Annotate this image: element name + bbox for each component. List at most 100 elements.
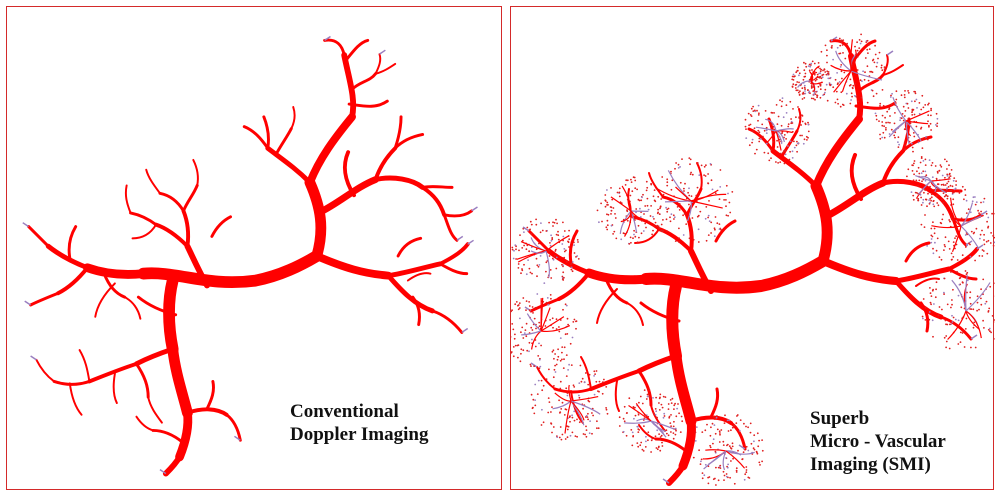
microvessel-dot — [977, 295, 979, 297]
microvessel-dot — [761, 124, 763, 126]
microvessel-dot — [837, 82, 839, 84]
microvessel-dot — [942, 184, 944, 186]
vessel-segment — [896, 281, 941, 317]
microvessel-dot — [767, 152, 769, 154]
microvessel-dot — [891, 103, 893, 105]
microvessel-dot — [547, 412, 549, 414]
microvessel-dot — [565, 303, 567, 305]
microvessel-dot — [669, 422, 671, 424]
microvessel-dot — [950, 175, 952, 177]
microvessel-dot — [662, 219, 664, 221]
microvessel-dot — [758, 105, 760, 107]
microvessel-dot — [561, 264, 563, 266]
microvessel-dot — [526, 273, 528, 275]
microvessel-dot — [751, 108, 753, 110]
microvessel-dot — [661, 404, 663, 406]
microvessel-dot — [589, 420, 591, 422]
microvessel-dot — [573, 384, 575, 386]
microvessel-dot — [543, 385, 545, 387]
vessel-segment — [388, 264, 440, 276]
microvessel-dot — [619, 196, 621, 198]
microvessel-dot — [912, 170, 914, 172]
microvessel-dot — [705, 206, 707, 208]
microvessel-dot — [692, 217, 694, 219]
microvessel-dot — [707, 217, 709, 219]
microvessel-dot — [952, 203, 954, 205]
vessel-segment — [227, 415, 241, 440]
microvessel-dot — [563, 367, 565, 369]
microvessel-dot — [678, 237, 680, 239]
vessel-tip — [23, 223, 29, 227]
microvessel-dot — [953, 180, 955, 182]
microvessel-dot — [677, 206, 679, 208]
microvessel-dot — [643, 450, 645, 452]
microvessel-dot — [651, 234, 653, 236]
microvessel-dot — [566, 375, 568, 377]
microvessel-dot — [936, 250, 938, 252]
microvessel-dot — [655, 414, 657, 416]
microvessel-dot — [639, 208, 641, 210]
microvessel-dot — [782, 97, 784, 99]
microvessel-dot — [786, 112, 788, 114]
microvessel-dot — [570, 343, 572, 345]
microvessel-dot — [657, 448, 659, 450]
microvessel-dot — [634, 187, 636, 189]
microvessel-dot — [921, 95, 923, 97]
microvessel-dot — [689, 163, 691, 165]
caption-line: Imaging (SMI) — [810, 453, 946, 476]
microvessel-dot — [730, 429, 732, 431]
microvessel-dot — [518, 267, 520, 269]
microvessel-dot — [879, 138, 881, 140]
microvessel-dot — [924, 214, 926, 216]
microvessel-dot — [557, 356, 559, 358]
microvessel-dot — [969, 291, 971, 293]
microvessel-dot — [666, 433, 668, 435]
microvessel-dot — [673, 214, 675, 216]
microvessel-dot — [511, 309, 513, 311]
microvessel-dot — [695, 440, 697, 442]
microvessel-dot — [966, 212, 968, 214]
microvessel-dot — [965, 246, 967, 248]
microvessel-dot — [922, 170, 924, 172]
microvessel-dot — [803, 69, 805, 71]
microvessel-dot — [567, 392, 569, 394]
microvessel-dot — [670, 399, 672, 401]
microvessel-dot — [921, 157, 923, 159]
microvessel-dot — [972, 308, 974, 310]
microvessel-dot — [713, 478, 715, 480]
microvessel-dot — [567, 369, 569, 371]
microvessel-dot — [932, 162, 934, 164]
microvessel-dot — [929, 311, 931, 313]
microvessel-dot — [693, 457, 695, 459]
microvessel-dot — [990, 232, 992, 234]
microvessel-dot — [673, 421, 675, 423]
microvessel-dot — [939, 256, 941, 258]
microvessel-dot — [817, 95, 819, 97]
microvessel-dot — [936, 125, 938, 127]
microvessel-branch — [966, 311, 979, 329]
microvessel-dot — [914, 114, 916, 116]
microvessel-dot — [633, 230, 635, 232]
microvessel-dot — [962, 186, 964, 188]
microvessel-dot — [943, 202, 945, 204]
microvessel-dot — [826, 62, 828, 64]
microvessel-dot — [581, 381, 583, 383]
microvessel-dot — [922, 202, 924, 204]
microvessel-dot — [655, 435, 657, 437]
microvessel-dot — [943, 249, 945, 251]
microvessel-dot — [960, 332, 962, 334]
microvessel-dot — [566, 354, 568, 356]
microvessel-dot — [673, 438, 675, 440]
microvessel-dot — [712, 189, 714, 191]
microvessel-dot — [805, 63, 807, 65]
microvessel-dot — [783, 116, 785, 118]
microvessel-dot — [929, 159, 931, 161]
microvessel-dot — [782, 152, 784, 154]
microvessel-dot — [644, 223, 646, 225]
microvessel-dot — [658, 446, 660, 448]
microvessel-dot — [757, 130, 759, 132]
microvessel-dot — [986, 221, 988, 223]
microvessel-dot — [727, 464, 729, 466]
microvessel-dot — [655, 408, 657, 410]
microvessel-dot — [904, 148, 906, 150]
